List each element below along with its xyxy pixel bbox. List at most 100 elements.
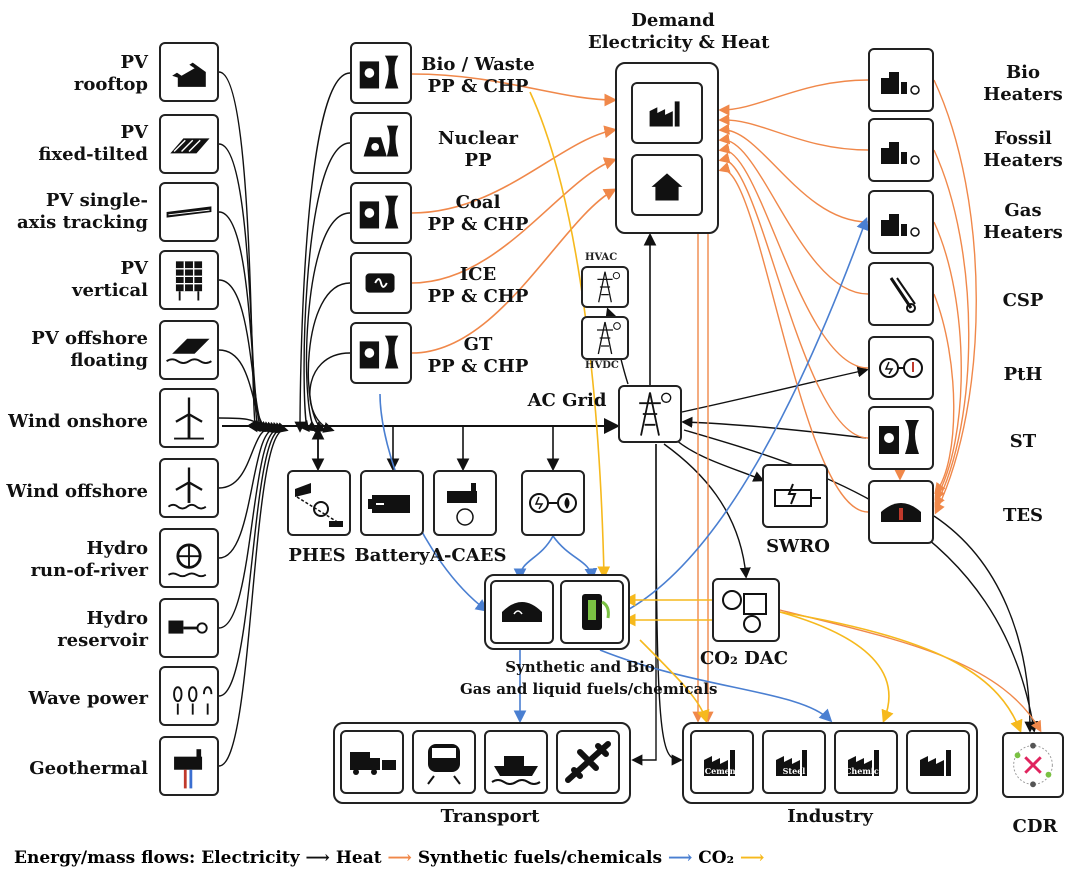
heater-box-3 (868, 190, 934, 254)
heater-label-4: CSP (1002, 290, 1044, 311)
heater-icon (881, 214, 920, 237)
acaes-label: A-CAES (430, 545, 507, 566)
industry-box-1: Cement (690, 730, 754, 794)
heater-label-6: ST (1009, 431, 1037, 452)
industry-box-4 (906, 730, 970, 794)
heat-tes-2 (933, 149, 970, 508)
legend-item-3: Synthetic fuels/chemicals (417, 848, 668, 868)
source-box-10 (159, 666, 219, 726)
heat-heater-3 (718, 123, 869, 223)
ac-grid-label: AC Grid (527, 390, 607, 411)
truck-icon (350, 752, 396, 775)
elec-source-1 (218, 71, 258, 433)
gas-tank-icon (502, 602, 542, 622)
phes-label: PHES (288, 545, 346, 566)
elec-st (681, 416, 867, 439)
wind-onshore-icon (174, 397, 204, 440)
heater-icon (881, 72, 920, 95)
heat-heater-6 (718, 152, 869, 439)
factory-icon (848, 750, 879, 776)
power-plant-icon (359, 335, 399, 369)
dac-label: CO₂ DAC (699, 648, 789, 669)
source-box-3 (159, 182, 219, 242)
heater-box-2 (868, 118, 934, 182)
power-plant-box-5 (350, 322, 412, 384)
industry-item-label-1: Cement (704, 766, 740, 776)
legend-prefix: Energy/mass flows: (14, 848, 202, 868)
heat-pp-3 (411, 157, 617, 284)
elec-source-9 (218, 422, 283, 629)
industry-item-label-2: Steel (782, 766, 806, 776)
heat-pp-1 (411, 73, 618, 107)
heat-heater-2 (718, 113, 869, 151)
phes-box (287, 470, 351, 536)
fuel-pump-icon (582, 594, 610, 630)
legend-item-2: Heat (335, 848, 388, 868)
heat-tes-1 (933, 79, 977, 515)
heater-box-5 (868, 336, 934, 400)
ship-icon (491, 756, 541, 785)
industry-item-label-3: Chemical (845, 766, 887, 776)
swro-label: SWRO (766, 536, 830, 557)
hydro-reservoir-icon (168, 620, 208, 634)
heater-label-7: TES (1002, 505, 1044, 526)
power-plant-icon (359, 55, 399, 89)
source-box-8 (159, 528, 219, 588)
legend-arrow-4: ⟶ (739, 848, 765, 868)
pv-vertical-icon (175, 261, 203, 301)
elec-source-11 (218, 422, 289, 767)
heater-icon (879, 358, 923, 378)
syn-to-gas (513, 535, 554, 582)
legend-item-1: Electricity (201, 848, 306, 868)
phes-icon (295, 483, 343, 527)
heat-pp-2 (411, 125, 618, 214)
heat-tes-3 (933, 221, 962, 501)
elec-pth (681, 366, 869, 413)
legend-arrow-1: ⟶ (305, 848, 336, 868)
pylon-icon (597, 271, 621, 303)
hydro-ror-icon (167, 543, 207, 578)
industry-box-2: Steel (762, 730, 826, 794)
power-plant-icon (365, 273, 395, 293)
elec-source-10 (218, 422, 286, 697)
cdr-box (1002, 732, 1064, 798)
power-to-gas-box (521, 470, 585, 536)
heater-label-5: PtH (1003, 364, 1043, 385)
house-icon (651, 173, 683, 201)
pv-fixed-icon (170, 138, 210, 154)
source-label-10: Wave power (28, 688, 148, 709)
ac-grid-box (618, 385, 682, 443)
hvac-label: HVAC (585, 252, 618, 263)
elec-pp-1 (294, 72, 351, 433)
factory-icon (649, 101, 680, 127)
co2-industry (779, 611, 894, 723)
battery-icon (368, 495, 410, 513)
power-plant-box-2 (350, 112, 412, 174)
battery-label: Battery (354, 545, 430, 566)
hvdc-label: HVDC (585, 360, 619, 371)
elec-tes-cdr (933, 515, 1036, 733)
factory-icon (776, 750, 807, 776)
heat-tes-4 (933, 293, 955, 495)
legend-item-4: CO₂ (698, 848, 740, 868)
dac-icon (722, 590, 767, 633)
heat-heater-7 (718, 162, 869, 513)
power-plant-box-1 (350, 42, 412, 104)
elec-pp-4 (307, 282, 351, 432)
plane-icon (565, 741, 611, 783)
transport-box-3 (484, 730, 548, 794)
hvdc-box (581, 316, 629, 360)
heater-icon (879, 420, 919, 454)
co2-cdr (779, 611, 1023, 733)
power-plant-box-4 (350, 252, 412, 314)
elec-dac (663, 443, 751, 579)
power-to-gas-icon (529, 493, 577, 513)
